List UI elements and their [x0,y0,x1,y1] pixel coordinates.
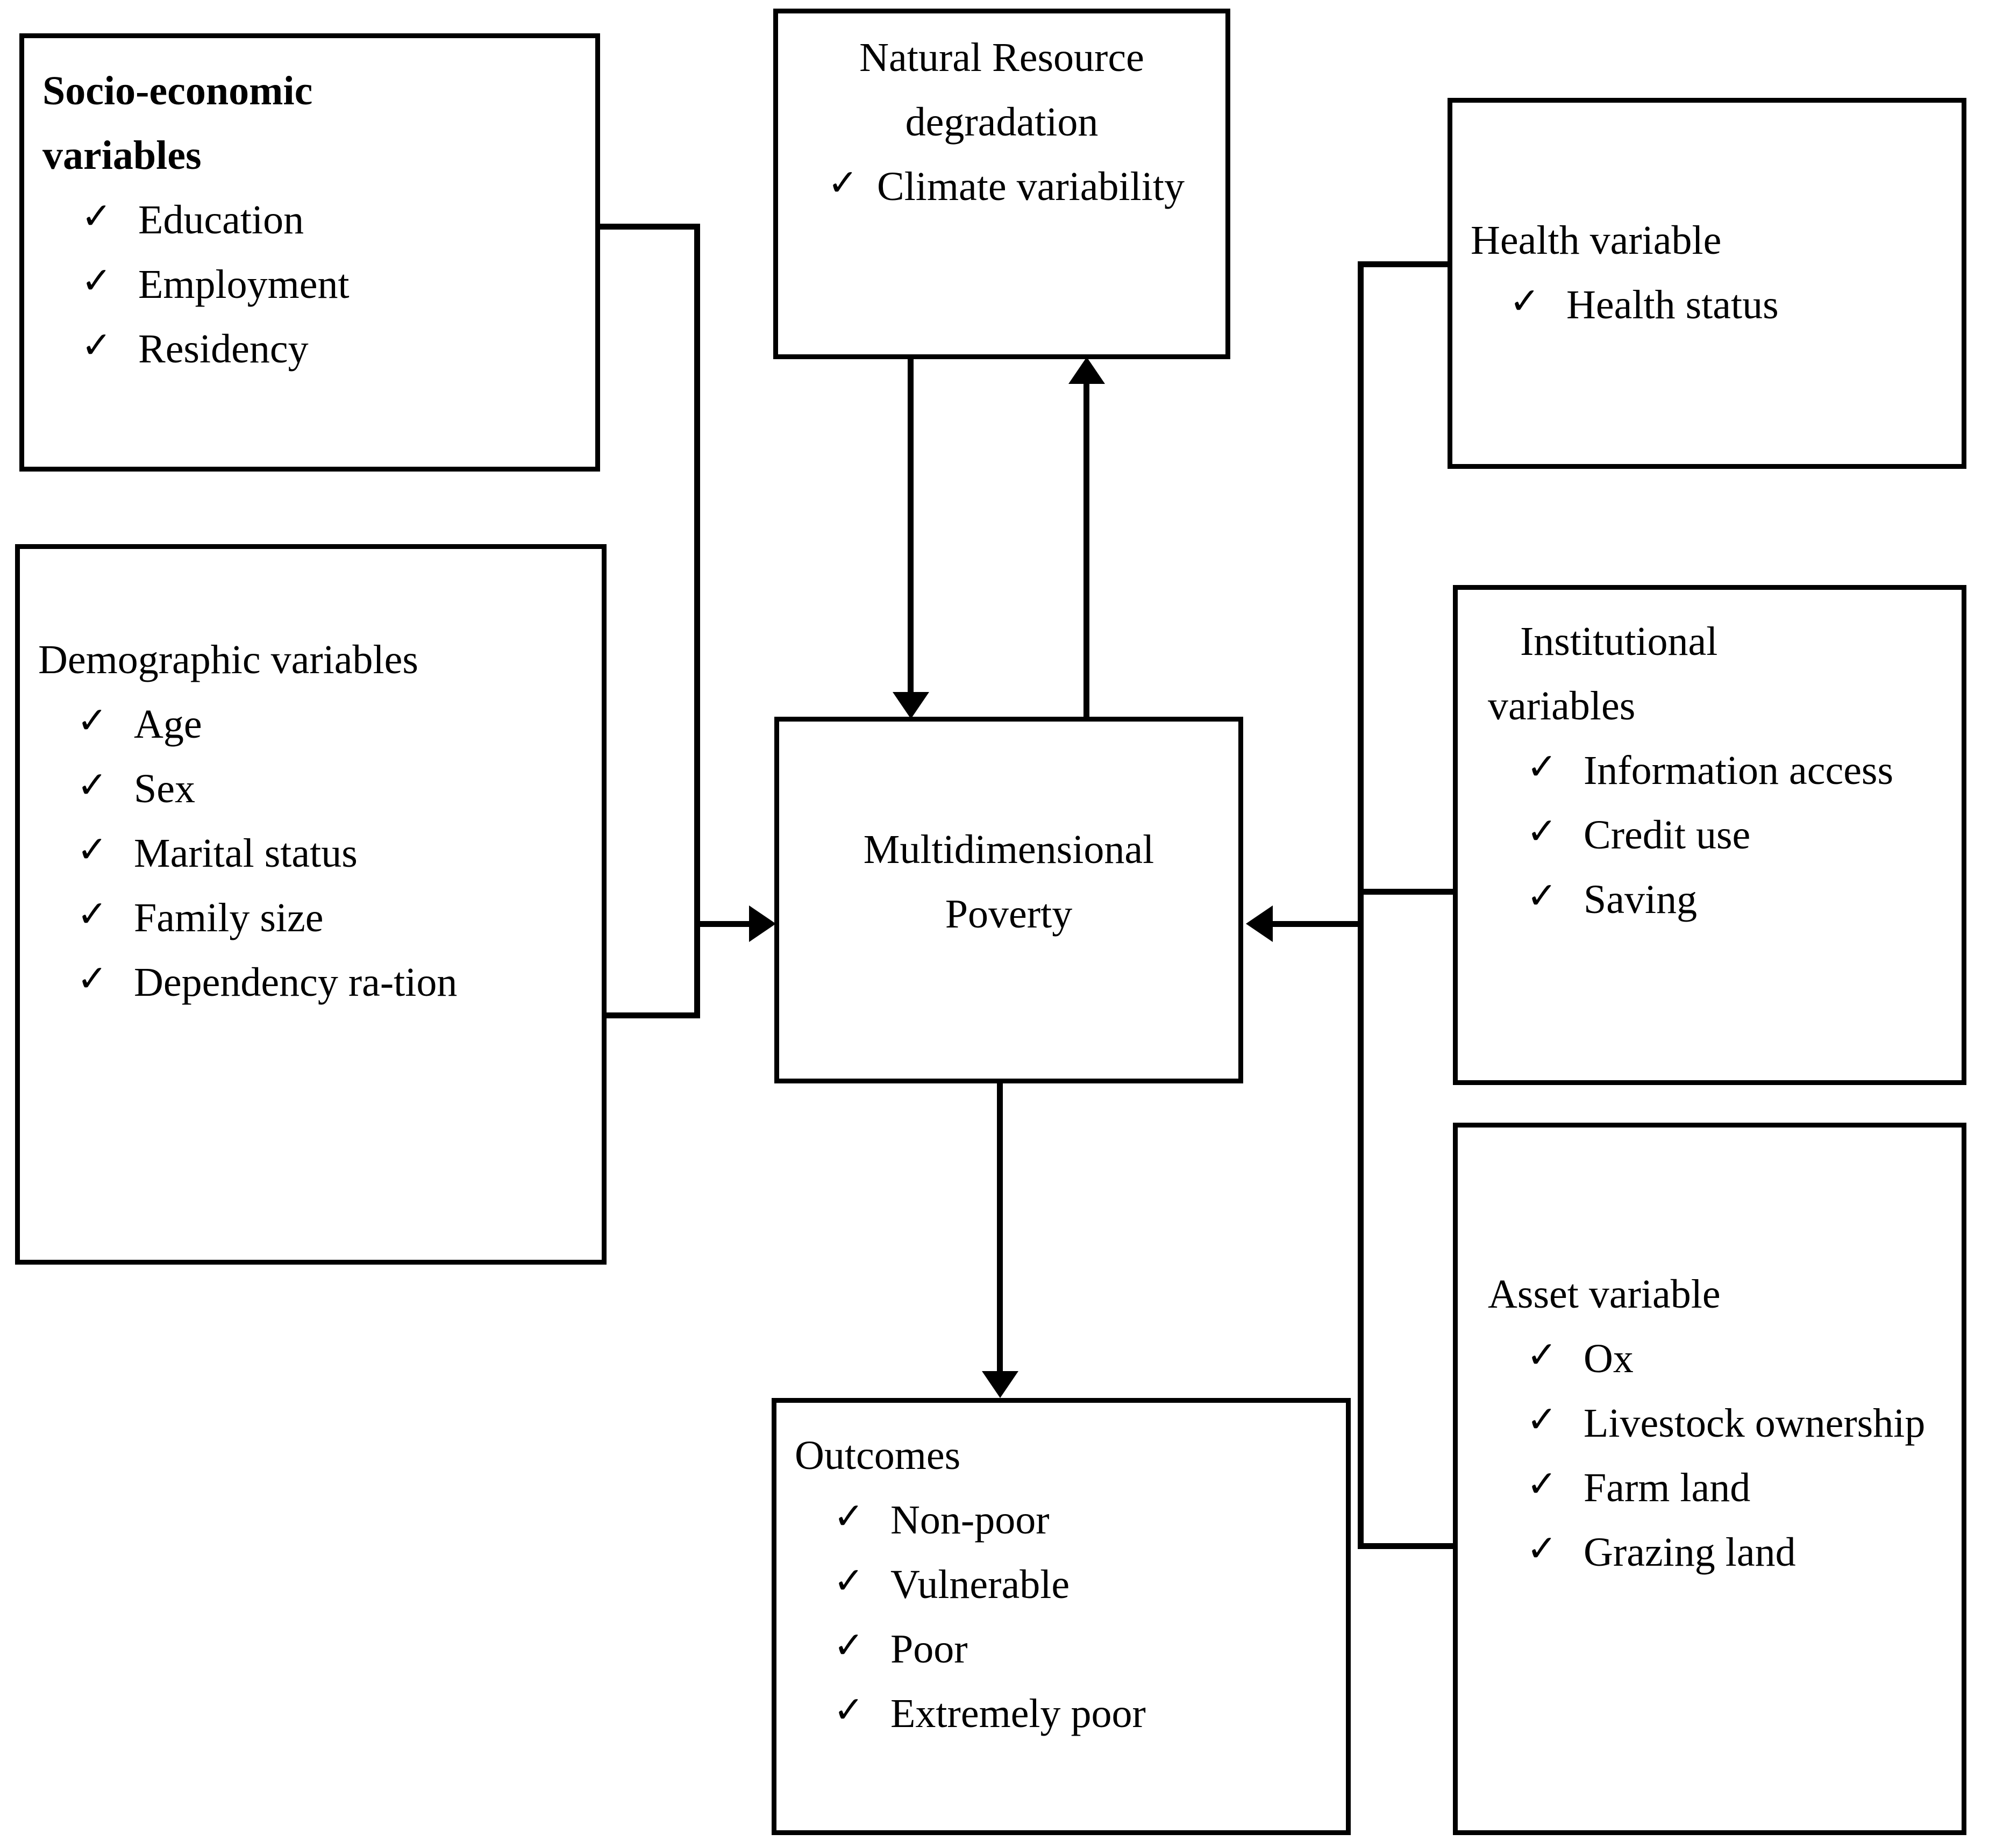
check-icon: ✓ [77,829,108,871]
check-icon: ✓ [1527,1528,1557,1569]
list-item: ✓Extremely poor [795,1681,1328,1746]
check-icon: ✓ [1527,811,1557,852]
connector-socio-economic-stub [597,224,700,230]
connector-central-to-natural-resource-line [1083,383,1089,719]
box-health-variable[interactable]: Health variable ✓Health status [1448,98,1966,469]
arrow-central-to-natural-resource [1068,357,1105,384]
box-demographic-variables[interactable]: Demographic variables ✓Age ✓Sex ✓Marital… [15,544,607,1265]
check-icon: ✓ [77,765,108,806]
box-asset-list: ✓Ox ✓Livestock ownership ✓Farm land ✓Gra… [1488,1326,1943,1585]
box-outcomes-title: Outcomes [795,1433,961,1478]
box-institutional-title: Institutional variables [1488,619,1718,729]
box-socio-economic-title: Socio-economic variables [42,68,313,179]
connector-institutional-stub [1358,889,1455,895]
list-item: ✓Non-poor [795,1488,1328,1552]
check-icon: ✓ [1527,1464,1557,1505]
list-item: ✓Health status [1471,273,1943,337]
check-icon: ✓ [833,1496,864,1537]
check-icon: ✓ [77,958,108,1000]
list-item: ✓Sex [38,757,583,821]
arrow-natural-resource-to-central [893,692,929,719]
check-icon: ✓ [833,1560,864,1602]
arrow-left-to-central [749,905,776,942]
check-icon: ✓ [1527,1399,1557,1440]
connector-left-bus-vertical [694,224,700,1018]
list-item: ✓Farm land [1488,1455,1943,1520]
arrow-central-to-outcomes [982,1371,1018,1398]
box-demographic-title: Demographic variables [38,637,418,682]
box-socio-economic-variables[interactable]: Socio-economic variables ✓Education ✓Emp… [19,33,600,472]
check-icon: ✓ [833,1625,864,1666]
list-item: ✓Family size [38,886,583,950]
box-demographic-list: ✓Age ✓Sex ✓Marital status ✓Family size ✓… [38,692,583,1015]
check-icon: ✓ [1527,1335,1557,1376]
check-icon: ✓ [828,162,858,204]
check-icon: ✓ [833,1689,864,1731]
list-item: ✓Age [38,692,583,757]
arrow-right-to-central [1246,905,1273,942]
connector-health-stub [1358,261,1453,267]
connector-central-to-outcomes-line [997,1082,1003,1373]
connector-right-to-central-line [1272,921,1362,927]
list-item: ✓Climate variability [796,154,1207,219]
list-item: ✓Vulnerable [795,1552,1328,1617]
list-item: ✓Poor [795,1617,1328,1681]
check-icon: ✓ [81,260,112,302]
connector-left-to-central-line [694,921,751,927]
box-health-list: ✓Health status [1471,273,1943,337]
box-socio-economic-list: ✓Education ✓Employment ✓Residency [42,188,577,381]
box-natural-resource-list: ✓Climate variability [796,154,1207,219]
box-natural-resource-title: Natural Resource degradation [859,35,1144,145]
box-outcomes-list: ✓Non-poor ✓Vulnerable ✓Poor ✓Extremely p… [795,1488,1328,1746]
connector-right-bus-vertical [1358,261,1364,1549]
check-icon: ✓ [81,196,112,237]
list-item: ✓Dependency ra-tion [38,950,583,1015]
list-item: ✓Ox [1488,1326,1943,1391]
list-item: ✓Information access [1488,738,1943,803]
check-icon: ✓ [1527,875,1557,917]
connector-demographic-stub [586,1012,700,1018]
box-asset-title: Asset variable [1488,1272,1721,1317]
check-icon: ✓ [1527,746,1557,788]
box-outcomes[interactable]: Outcomes ✓Non-poor ✓Vulnerable ✓Poor ✓Ex… [772,1398,1351,1835]
check-icon: ✓ [77,894,108,935]
box-institutional-list: ✓Information access ✓Credit use ✓Saving [1488,738,1943,932]
box-health-title: Health variable [1471,218,1722,263]
list-item: ✓Marital status [38,821,583,886]
box-multidimensional-poverty[interactable]: Multidimensional Poverty [774,717,1243,1083]
connector-natural-resource-to-central-line [908,357,914,696]
list-item: ✓Education [42,188,577,252]
list-item: ✓Employment [42,252,577,317]
list-item: ✓Credit use [1488,803,1943,867]
list-item: ✓Livestock ownership [1488,1391,1943,1455]
list-item: ✓Residency [42,317,577,381]
box-natural-resource-degradation[interactable]: Natural Resource degradation ✓Climate va… [773,9,1230,359]
check-icon: ✓ [77,700,108,741]
box-institutional-variables[interactable]: Institutional variables ✓Information acc… [1453,585,1966,1085]
list-item: ✓Saving [1488,867,1943,932]
box-asset-variable[interactable]: Asset variable ✓Ox ✓Livestock ownership … [1453,1123,1966,1835]
list-item: ✓Grazing land [1488,1520,1943,1585]
connector-asset-stub [1358,1543,1455,1549]
check-icon: ✓ [1509,281,1540,322]
check-icon: ✓ [81,325,112,366]
box-central-title: Multidimensional Poverty [863,827,1154,937]
